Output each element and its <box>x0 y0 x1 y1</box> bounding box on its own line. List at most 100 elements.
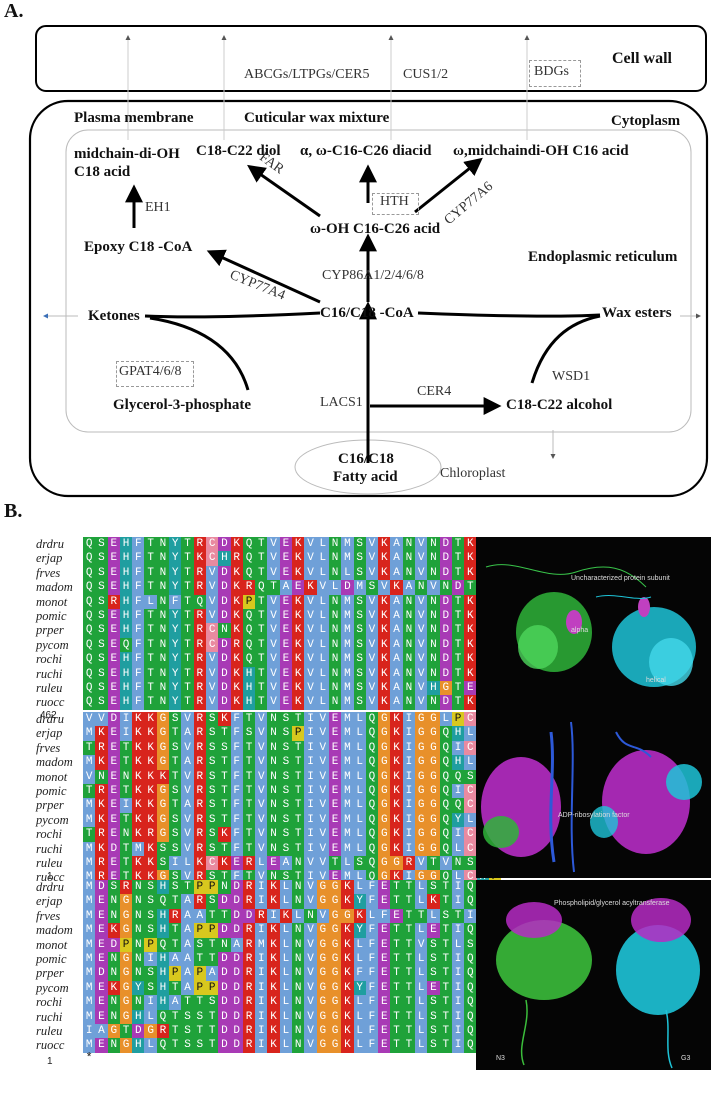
residue: G <box>120 966 132 980</box>
residue: I <box>452 741 464 755</box>
residue: K <box>132 712 144 726</box>
residue: T <box>427 856 439 870</box>
residue: Q <box>440 827 452 841</box>
residue: N <box>292 952 304 966</box>
residue: A <box>181 938 193 952</box>
residue: I <box>255 1010 267 1024</box>
residue: E <box>280 638 292 652</box>
residue: K <box>144 712 156 726</box>
residue: D <box>218 667 230 681</box>
residue: C <box>464 827 476 841</box>
residue: S <box>427 938 439 952</box>
residue: N <box>427 623 439 637</box>
residue: T <box>440 938 452 952</box>
residue: D <box>218 638 230 652</box>
residue: T <box>440 1024 452 1038</box>
residue: N <box>452 856 464 870</box>
residue: G <box>317 1038 329 1052</box>
residue: M <box>83 842 95 856</box>
residue: T <box>181 609 193 623</box>
residue: L <box>280 938 292 952</box>
residue: E <box>108 652 120 666</box>
residue: R <box>95 827 107 841</box>
residue: V <box>267 667 279 681</box>
residue: D <box>108 938 120 952</box>
residue: K <box>194 856 206 870</box>
sequence: MDSRNSHSTPPNDRIKLNVGGKLFETTLSTIQAG <box>83 880 501 894</box>
residue: L <box>354 712 366 726</box>
residue: S <box>169 880 181 894</box>
residue: R <box>194 770 206 784</box>
residue: E <box>329 755 341 769</box>
residue: I <box>452 1024 464 1038</box>
residue: T <box>403 981 415 995</box>
residue: S <box>95 609 107 623</box>
sequence: TRETKKGSVRSSFTVNSTIVEMLQGKIGGQICHP <box>83 741 501 755</box>
residue: K <box>304 580 316 594</box>
residue: M <box>83 856 95 870</box>
alignment-row: erjapMENGNSQTARSDDRIKLNVGGKYFETTLKTIQAG <box>36 894 501 908</box>
residue: G <box>415 726 427 740</box>
alignment-row: rochiQSEHFTNYTRVDKQTVEKVLNMSVKANVNDTKSL <box>36 652 501 666</box>
residue: F <box>132 652 144 666</box>
residue: D <box>440 652 452 666</box>
residue: Q <box>464 1010 476 1024</box>
alcohol-label: C18-C22 alcohol <box>506 397 612 414</box>
residue: C <box>464 798 476 812</box>
residue: E <box>378 880 390 894</box>
residue: S <box>181 1024 193 1038</box>
residue: Q <box>440 741 452 755</box>
residue: V <box>206 580 218 594</box>
cer4-enzyme: CER4 <box>417 384 451 400</box>
residue: T <box>144 537 156 551</box>
residue: T <box>403 995 415 1009</box>
residue: A <box>390 681 402 695</box>
alignment-row: monotMEDPNPQTASTNARMKLNVGGKLFETTVSTLSGG <box>36 938 501 952</box>
residue: G <box>317 981 329 995</box>
residue: A <box>390 566 402 580</box>
residue: D <box>231 923 243 937</box>
protein-structure-1: Uncharacterized protein subunit alpha he… <box>476 537 711 712</box>
residue: T <box>181 667 193 681</box>
residue: S <box>95 580 107 594</box>
eh1-enzyme: EH1 <box>145 200 171 216</box>
residue: I <box>452 827 464 841</box>
residue: F <box>231 755 243 769</box>
residue: V <box>206 609 218 623</box>
residue: C <box>464 712 476 726</box>
residue: L <box>354 813 366 827</box>
alignment-row: pomicQSEHFTNYTRVDKQTVEKVLNMSVKANVNDTKSL <box>36 609 501 623</box>
residue: T <box>255 667 267 681</box>
species-name: pomic <box>36 952 83 966</box>
residue: S <box>354 623 366 637</box>
residue: V <box>304 1038 316 1052</box>
residue: E <box>95 894 107 908</box>
residue: I <box>144 995 156 1009</box>
species-name: prper <box>36 623 83 637</box>
fatty-acid-line1: C16/C18 <box>338 451 394 468</box>
residue: V <box>206 566 218 580</box>
residue: E <box>108 623 120 637</box>
residue: E <box>108 798 120 812</box>
residue: G <box>317 880 329 894</box>
residue: S <box>427 1038 439 1052</box>
alignment-row: ruleuQSEHFTNYTRVDKHTVEKVLNMSVKANVHGTENL <box>36 681 501 695</box>
residue: D <box>218 580 230 594</box>
residue: G <box>157 798 169 812</box>
residue: R <box>243 995 255 1009</box>
residue: Q <box>366 813 378 827</box>
residue: T <box>440 952 452 966</box>
residue: F <box>132 566 144 580</box>
alignment-row: pycomMKETKKGSVRSTFTVNSTIVEMLQGKIGGQYLHP <box>36 813 501 827</box>
residue: K <box>144 856 156 870</box>
residue: L <box>280 880 292 894</box>
residue: K <box>95 842 107 856</box>
residue: Q <box>440 813 452 827</box>
residue: E <box>280 595 292 609</box>
residue: V <box>304 551 316 565</box>
residue: Q <box>440 842 452 856</box>
residue: R <box>169 909 181 923</box>
residue: G <box>317 938 329 952</box>
residue: N <box>267 842 279 856</box>
residue: H <box>120 551 132 565</box>
